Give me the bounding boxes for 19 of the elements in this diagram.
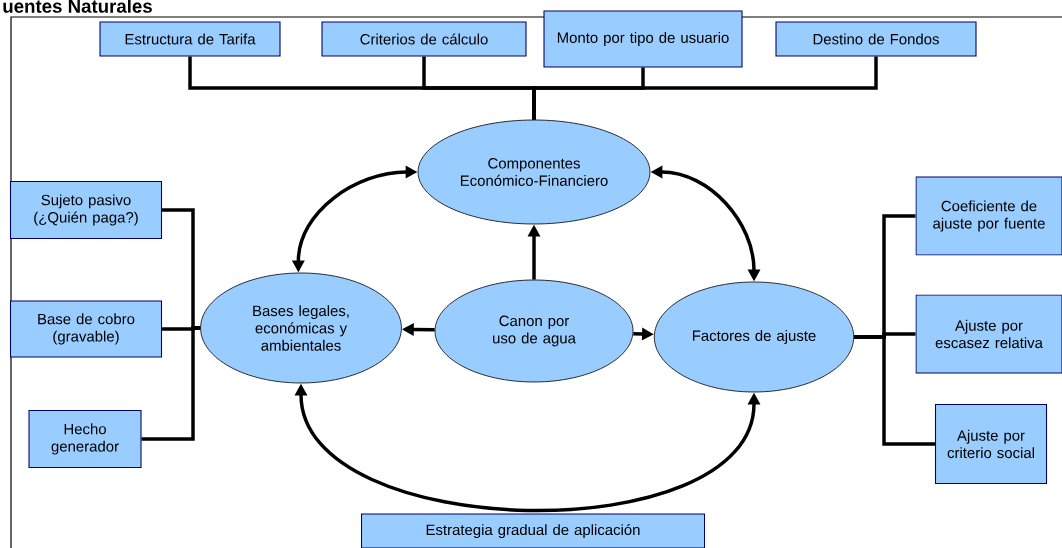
text-box: Monto por tipo de usuario bbox=[543, 10, 743, 68]
text-box: Estrategia gradual de aplicación bbox=[360, 513, 706, 548]
text-box: Criterios de cálculo bbox=[321, 21, 527, 57]
ellipse-node: Componentes Económico-Financiero bbox=[417, 119, 651, 225]
text-box: Sujeto pasivo (¿Quién paga?) bbox=[9, 180, 163, 240]
text-box: Ajuste por criterio social bbox=[934, 403, 1048, 485]
title: uentes Naturales bbox=[3, 0, 152, 13]
connector-line bbox=[854, 335, 935, 446]
text-box: Ajuste por escasez relativa bbox=[915, 294, 1062, 374]
text-box: Coeficiente de ajuste por fuente bbox=[915, 176, 1062, 256]
text-box: Hecho generador bbox=[28, 409, 142, 469]
text-box: Destino de Fondos bbox=[775, 21, 977, 57]
text-box: Base de cobro (gravable) bbox=[9, 300, 163, 358]
ellipse-node: Bases legales, económicas y ambientales bbox=[200, 272, 402, 384]
connector-line bbox=[141, 326, 201, 441]
connector-line bbox=[532, 56, 878, 120]
ellipse-node: Canon por uso de agua bbox=[434, 279, 634, 383]
text-box: Estructura de Tarifa bbox=[99, 21, 281, 57]
ellipse-node: Factores de ajuste bbox=[653, 281, 855, 393]
